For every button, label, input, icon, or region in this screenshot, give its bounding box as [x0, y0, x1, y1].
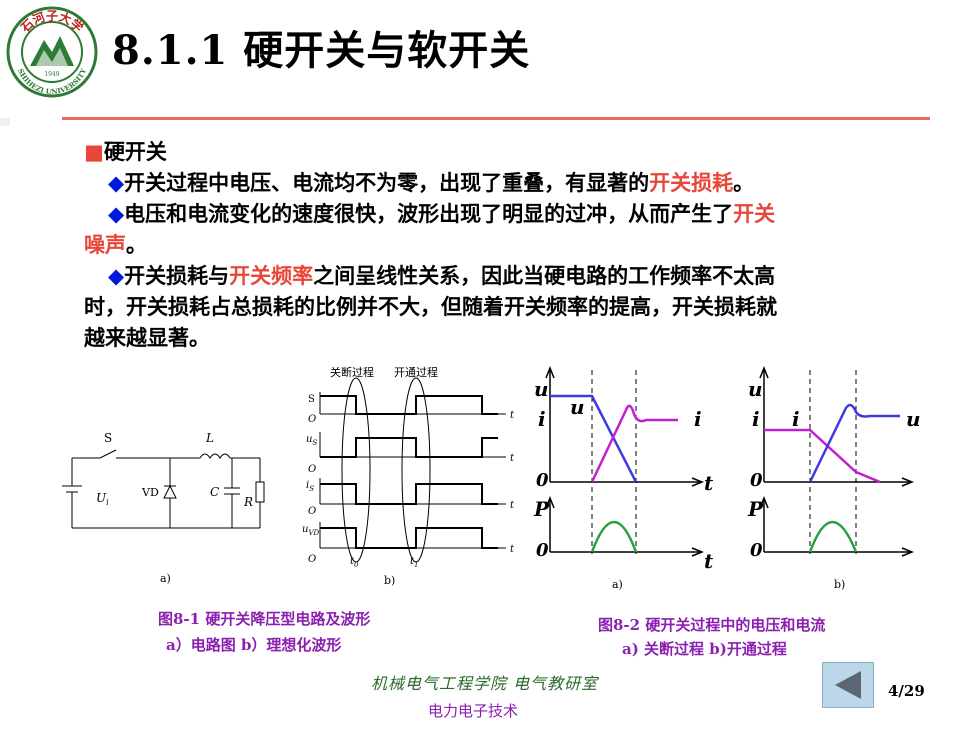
curve-label-i: i: [694, 407, 702, 431]
origin-1: O: [308, 414, 316, 425]
highlight-switch: 开关: [733, 201, 776, 226]
label-turn-on: 开通过程: [394, 366, 438, 379]
fig2-caption-parts: a) 关断过程 b)开通过程: [622, 640, 787, 658]
diamond-bullet-icon: ◆: [108, 170, 125, 195]
row-label-uvd: uVD: [302, 524, 320, 537]
bullet-1-end: 。: [733, 170, 755, 195]
curve-label-u: u: [570, 395, 585, 419]
highlight-noise: 噪声: [84, 232, 126, 257]
bullet-2-cont: 噪声。: [84, 229, 914, 260]
axis-p: P: [533, 497, 550, 521]
bullet-2-text: 电压和电流变化的速度很快，波形出现了明显的过冲，从而产生了: [124, 201, 734, 226]
fig2-caption-title: 图8-2 硬开关过程中的电压和电流: [598, 616, 826, 634]
back-arrow-icon: [835, 671, 861, 699]
bullet-3-text-b: 之间呈线性关系，因此当硬电路的工作频率不太高: [313, 263, 776, 288]
bullet-2: ◆电压和电流变化的速度很快，波形出现了明显的过冲，从而产生了开关: [84, 198, 914, 229]
heading-hard-switch: 硬开关: [103, 139, 167, 164]
bullet-2-end: 。: [126, 232, 147, 257]
heading-line: ■硬开关: [84, 136, 914, 167]
voltage-curve: [550, 394, 638, 483]
buck-circuit-diagram: S L VD C R Ui a): [62, 431, 265, 585]
label-diode: VD: [141, 486, 159, 499]
label-input-voltage: Ui: [96, 491, 109, 507]
origin-zero: 0: [536, 470, 549, 491]
university-logo: 石河子大学 SHIHEZI UNIVERSITY 1949: [6, 6, 98, 98]
diamond-bullet-icon: ◆: [108, 263, 125, 288]
bullet-3-cont2: 越来越显著。: [84, 325, 210, 350]
axis-i: i: [752, 407, 760, 431]
label-turn-off: 关断过程: [330, 365, 374, 379]
row-label-s: S: [308, 394, 315, 405]
bullet-3-text: 开关损耗与: [124, 263, 230, 288]
label-switch: S: [104, 431, 112, 445]
origin-3: O: [308, 506, 316, 517]
origin-zero-p: 0: [536, 540, 549, 561]
panel-b-label: b): [834, 578, 845, 591]
t-axis: t: [704, 471, 714, 495]
power-curve: [590, 520, 638, 553]
row-label-us: uS: [306, 434, 317, 447]
body-text: ■硬开关 ◆开关过程中电压、电流均不为零，出现了重叠，有显著的开关损耗。 ◆电压…: [84, 136, 914, 353]
row-label-is: iS: [306, 480, 314, 493]
back-button[interactable]: [822, 662, 874, 708]
title-divider: [62, 117, 930, 120]
edge-mark: [0, 118, 10, 126]
highlight-switch-frequency: 开关频率: [229, 263, 314, 288]
current-curve: [764, 428, 881, 484]
curve-label-u: u: [906, 407, 921, 431]
t-axis-4: t: [510, 544, 515, 555]
panel-a-label: a): [160, 572, 171, 585]
page-title: 8.1.1 硬开关与软开关: [112, 27, 531, 74]
fig1-caption-title: 图8-1 硬开关降压型电路及波形: [158, 610, 371, 628]
origin-zero: 0: [750, 470, 763, 491]
axis-p: P: [747, 497, 764, 521]
t-axis-p: t: [704, 549, 714, 573]
current-curve: [590, 404, 678, 483]
fig2-turn-on-chart: u i i u 0 P 0 b): [747, 365, 921, 591]
label-t0: t0: [350, 556, 359, 569]
diamond-bullet-icon: ◆: [108, 201, 125, 226]
bullet-1-text: 开关过程中电压、电流均不为零，出现了重叠，有显著的: [124, 170, 650, 195]
page-number: 4/29: [888, 682, 925, 700]
t-axis-1: t: [510, 410, 515, 421]
logo-year: 1949: [44, 71, 59, 78]
curve-label-i: i: [792, 407, 800, 431]
square-bullet-icon: ■: [84, 139, 104, 164]
origin-4: O: [308, 554, 316, 565]
panel-b-label: b): [384, 574, 395, 587]
fig2-turn-off-chart: u i u i 0 t P 0 t a): [533, 365, 714, 591]
footer-course: 电力电子技术: [428, 702, 519, 720]
bullet-3: ◆开关损耗与开关频率之间呈线性关系，因此当硬电路的工作频率不太高: [84, 260, 914, 291]
t-axis-3: t: [510, 500, 515, 511]
label-capacitor: C: [210, 485, 219, 499]
highlight-switch-loss: 开关损耗: [649, 170, 734, 195]
label-t1: t1: [410, 556, 419, 569]
axis-i: i: [538, 407, 546, 431]
fig1-caption-parts: a）电路图 b）理想化波形: [166, 636, 342, 654]
axis-u: u: [748, 377, 763, 401]
panel-a-label: a): [612, 578, 623, 591]
power-curve: [808, 520, 858, 553]
bullet-3-cont1: 时，开关损耗占总损耗的比例并不大，但随着开关频率的提高，开关损耗就: [84, 294, 777, 319]
origin-2: O: [308, 464, 316, 475]
t-axis-2: t: [510, 453, 515, 464]
idealized-waveforms: 关断过程 开通过程 S O uS O iS O uVD O t t t t t0…: [302, 365, 515, 587]
footer-department: 机械电气工程学院 电气教研室: [371, 674, 599, 693]
label-inductor: L: [205, 431, 214, 445]
origin-zero-p: 0: [750, 540, 763, 561]
bullet-1: ◆开关过程中电压、电流均不为零，出现了重叠，有显著的开关损耗。: [84, 167, 914, 198]
voltage-curve: [808, 403, 900, 483]
axis-u: u: [534, 377, 549, 401]
label-resistor: R: [243, 495, 253, 509]
